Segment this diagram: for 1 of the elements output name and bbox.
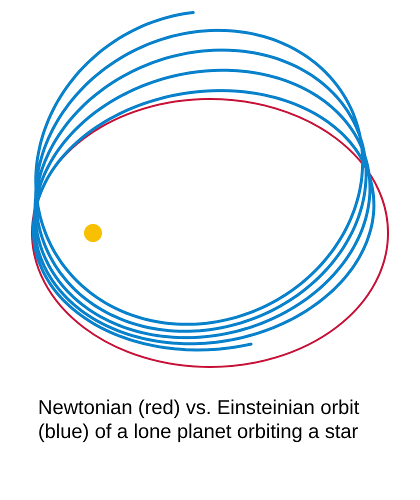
caption: Newtonian (red) vs. Einsteinian orbit (blue) of a lone planet orbiting a star xyxy=(38,396,360,444)
